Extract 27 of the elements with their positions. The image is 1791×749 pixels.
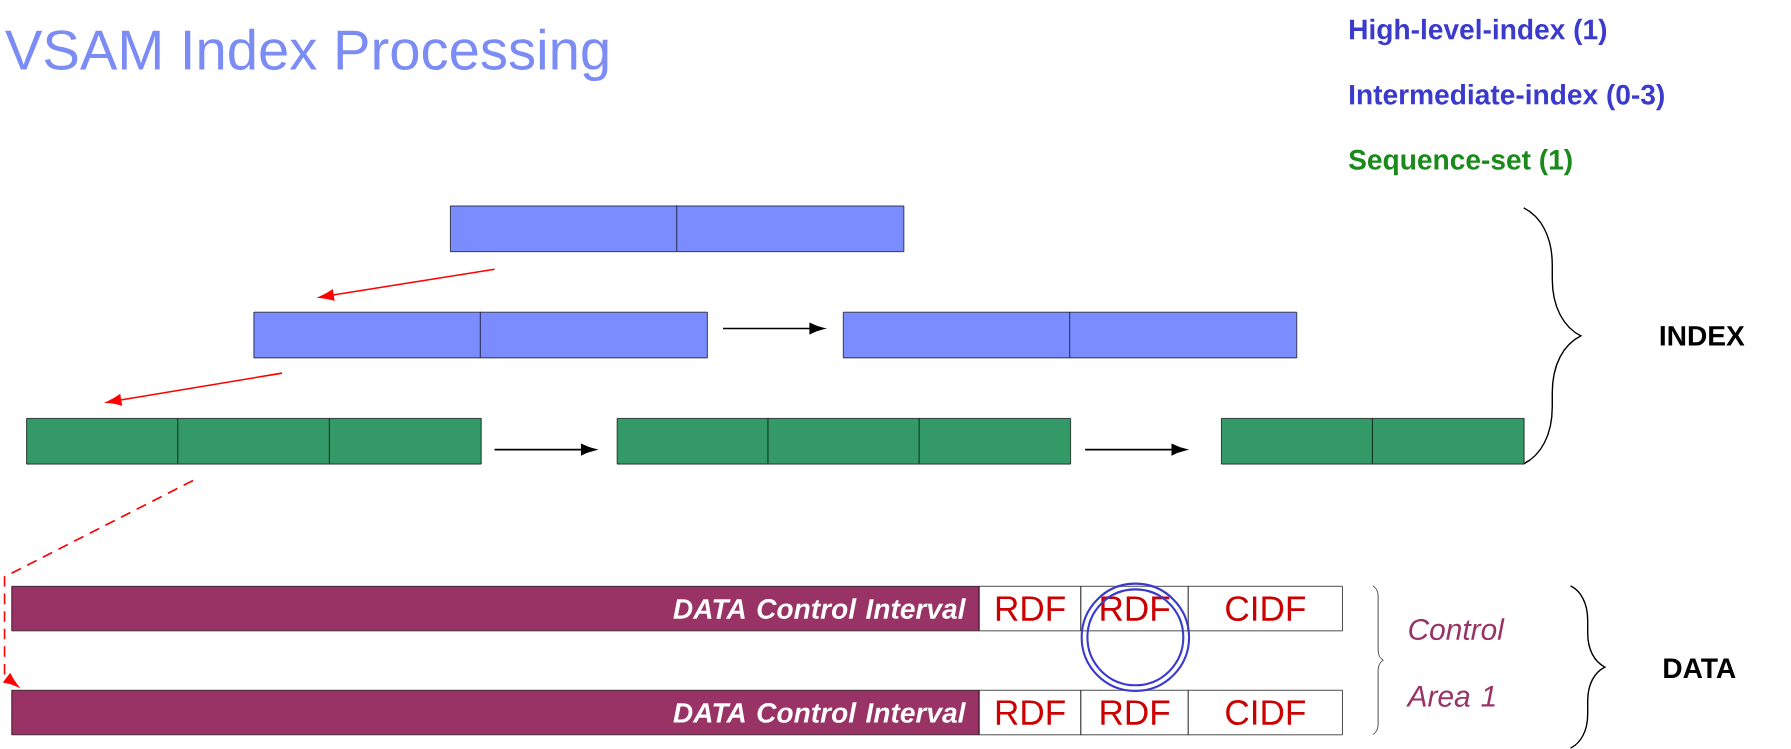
- index-record-box: [253, 311, 708, 359]
- sequence-set-box: [26, 417, 482, 465]
- control-interval-bar: DATA Control Interval: [11, 585, 980, 632]
- label: Sequence-set (1): [1348, 149, 1572, 176]
- control-interval-bar: DATA Control Interval: [11, 689, 980, 736]
- label: DATA: [1664, 658, 1736, 678]
- arrow: [3, 479, 194, 687]
- label: Intermediate-index (0-3): [1350, 84, 1664, 111]
- arrow: [106, 372, 283, 406]
- arrow: [493, 444, 596, 456]
- field-cell: RDF: [978, 585, 1082, 632]
- sequence-set-box: [616, 417, 1071, 465]
- sequence-set-box: [1221, 417, 1525, 465]
- arrow: [319, 268, 496, 301]
- field-cell: CIDF: [1187, 689, 1343, 736]
- arrow: [1084, 444, 1187, 456]
- label: High-level-index (1): [1350, 18, 1607, 46]
- arrow: [722, 322, 825, 335]
- index-record-box: [450, 205, 905, 252]
- label: INDEX: [1660, 326, 1745, 346]
- field-cell: CIDF: [1187, 585, 1343, 632]
- field-cell: RDF: [1080, 585, 1189, 632]
- index-record-box: [842, 311, 1298, 359]
- field-cell: RDF: [978, 689, 1082, 736]
- field-cell: RDF: [1080, 689, 1189, 736]
- title: VSAM Index Processing: [5, 28, 608, 82]
- label: Control Area 1: [1406, 618, 1505, 707]
